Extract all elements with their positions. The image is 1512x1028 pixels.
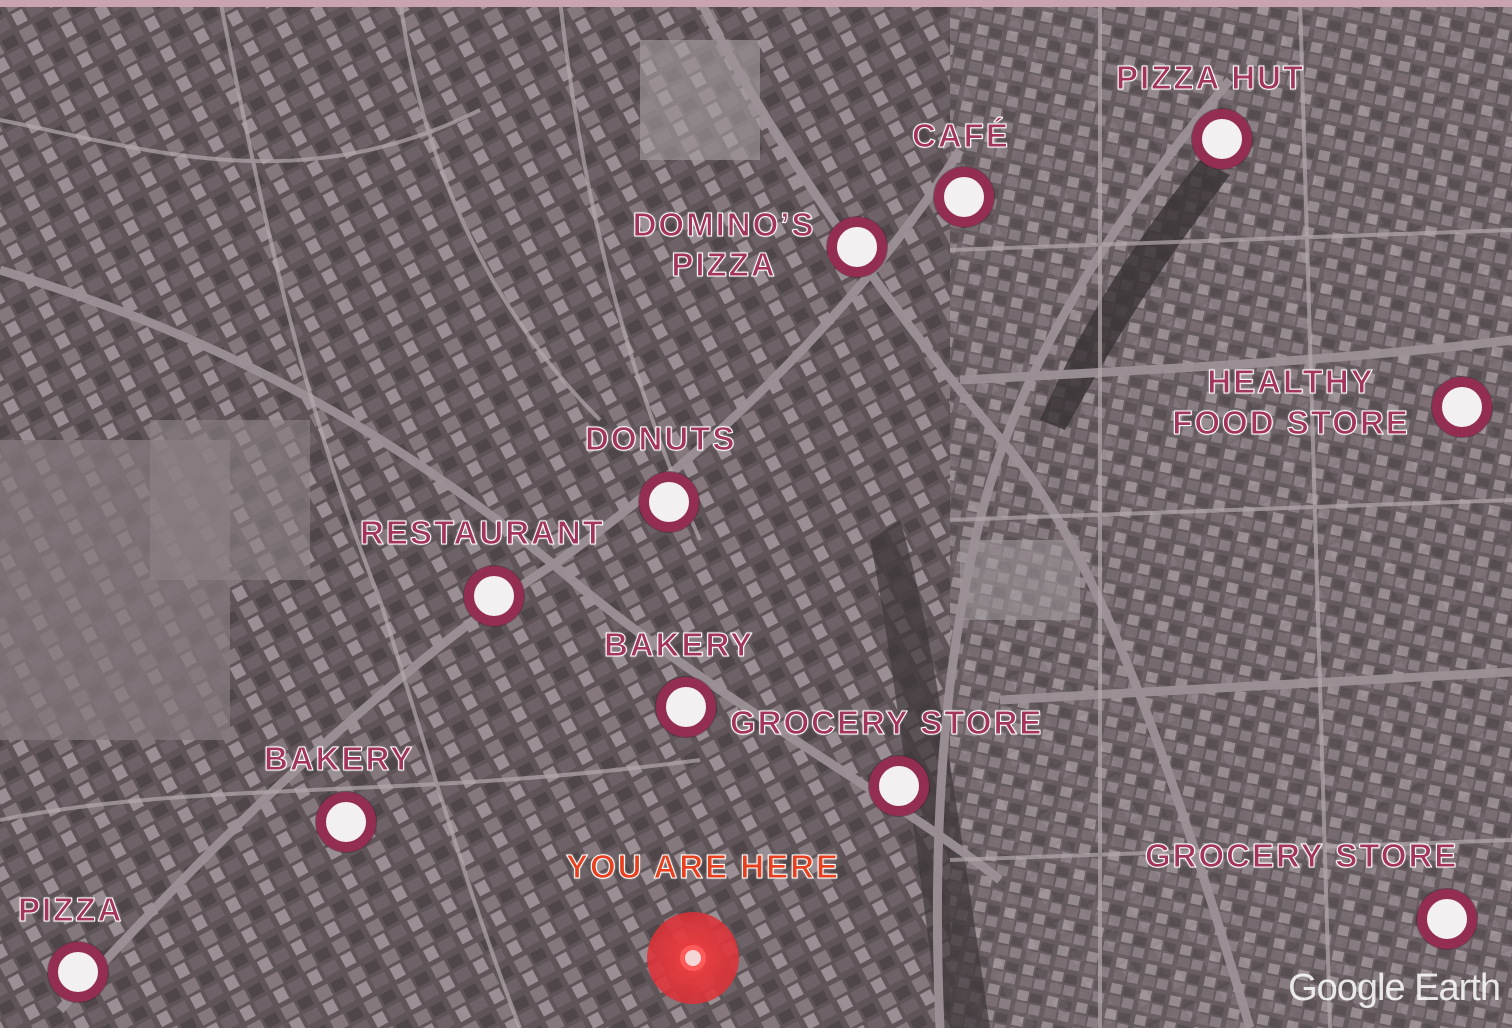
top-accent-bar (0, 0, 1512, 7)
label-bakery-left: BAKERY (263, 740, 415, 778)
pin-grocery-right[interactable] (1417, 889, 1477, 949)
label-restaurant: RESTAURANT (360, 514, 605, 552)
label-pizza-hut: PIZZA HUT (1115, 59, 1306, 97)
label-donuts: DONUTS (584, 420, 737, 458)
pin-pizza-hut[interactable] (1192, 109, 1252, 169)
label-grocery-center: GROCERY STORE (729, 704, 1044, 742)
pin-healthy-food-store[interactable] (1432, 377, 1492, 437)
label-grocery-right: GROCERY STORE (1144, 837, 1459, 875)
label-healthy-line1: HEALTHY (1207, 363, 1375, 401)
pin-restaurant[interactable] (464, 566, 524, 626)
pin-donuts[interactable] (639, 472, 699, 532)
label-cafe: CAFÉ (912, 117, 1010, 155)
label-bakery-center: BAKERY (603, 626, 755, 664)
google-earth-watermark: Google Earth (1288, 967, 1501, 1009)
label-pizza-left: PIZZA (17, 891, 124, 929)
pin-pizza-left[interactable] (48, 942, 108, 1002)
pin-cafe[interactable] (934, 167, 994, 227)
label-healthy-line2: FOOD STORE (1172, 404, 1410, 442)
label-dominos-line1: DOMINO’S (632, 206, 816, 244)
you-are-here-marker[interactable] (680, 945, 706, 971)
pin-dominos-pizza[interactable] (827, 217, 887, 277)
pin-bakery-left[interactable] (316, 792, 376, 852)
label-you-are-here: YOU ARE HERE (566, 848, 840, 886)
pin-bakery-center[interactable] (656, 677, 716, 737)
label-dominos-line2: PIZZA (671, 246, 777, 284)
pin-grocery-center[interactable] (869, 756, 929, 816)
